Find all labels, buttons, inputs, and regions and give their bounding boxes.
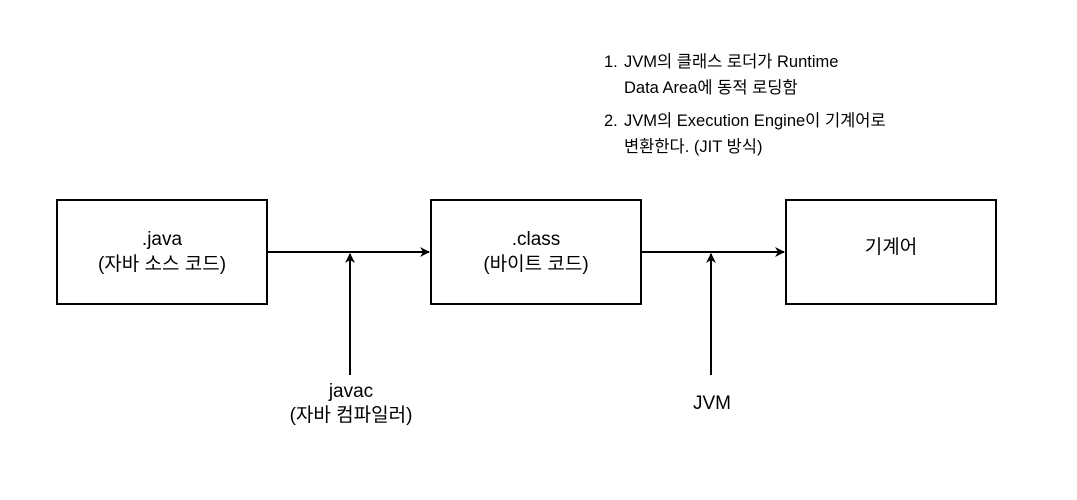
box-subtitle: (자바 소스 코드) (97, 254, 227, 275)
label-title: javac (328, 381, 374, 402)
bytecode-box: .class (바이트 코드) (430, 199, 642, 305)
box-title: .class (511, 229, 561, 250)
javac-label: javac (자바 컴파일러) (290, 380, 413, 428)
label-title: JVM (693, 393, 731, 414)
note-line: JVM의 클래스 로더가 Runtime (624, 53, 839, 71)
box-subtitle: (바이트 코드) (483, 254, 589, 275)
note-number: 1. (604, 53, 618, 71)
box-title: .java (141, 229, 183, 250)
note-line: Data Area에 동적 로딩함 (624, 79, 798, 97)
note-line: 변환한다. (JIT 방식) (624, 138, 763, 156)
jvm-label: JVM (693, 392, 731, 416)
box-title: 기계어 (864, 236, 918, 258)
label-subtitle: (자바 컴파일러) (289, 405, 413, 426)
java-source-box: .java (자바 소스 코드) (56, 199, 268, 305)
note-number: 2. (604, 112, 618, 130)
machine-code-box: 기계어 (785, 199, 997, 305)
note-line: JVM의 Execution Engine이 기계어로 (624, 112, 886, 130)
